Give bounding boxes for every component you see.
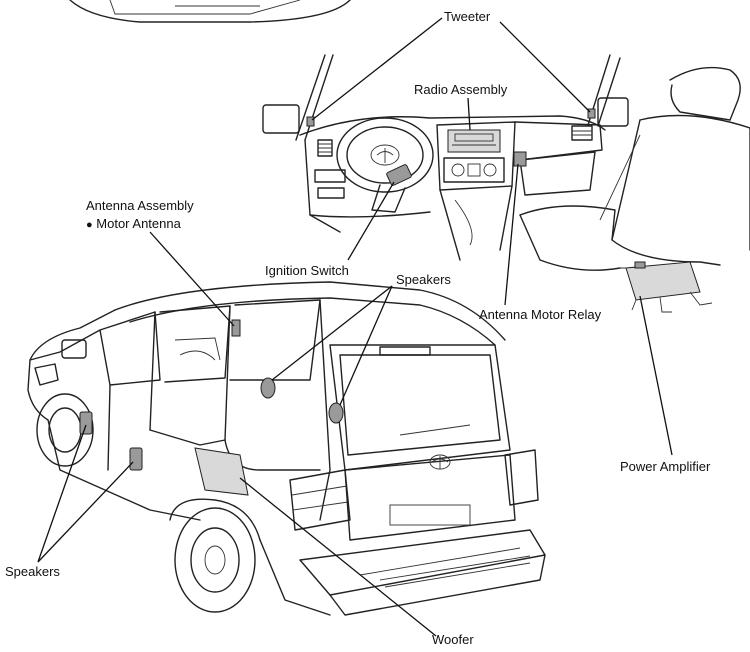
antenna-motor-relay-label: Antenna Motor Relay xyxy=(479,307,602,322)
motor-antenna-text: Motor Antenna xyxy=(96,216,181,231)
antenna-assembly-label: Antenna Assembly xyxy=(86,198,194,213)
vehicle-body xyxy=(27,281,546,616)
woofer-label: Woofer xyxy=(432,632,474,647)
tweeter-label: Tweeter xyxy=(444,9,491,24)
leader-lines xyxy=(37,17,673,637)
partial-top-view xyxy=(69,0,351,23)
ignition-switch-label: Ignition Switch xyxy=(265,263,349,278)
speakers-roof-label: Speakers xyxy=(396,272,451,287)
bullet-icon: ● xyxy=(86,219,93,231)
radio-assembly-label: Radio Assembly xyxy=(414,82,508,97)
power-amplifier-label: Power Amplifier xyxy=(620,459,711,474)
motor-antenna-label: ● Motor Antenna xyxy=(86,216,181,233)
dashboard-inset xyxy=(262,54,629,261)
seat-inset xyxy=(519,66,750,313)
speakers-doors-label: Speakers xyxy=(5,564,60,579)
